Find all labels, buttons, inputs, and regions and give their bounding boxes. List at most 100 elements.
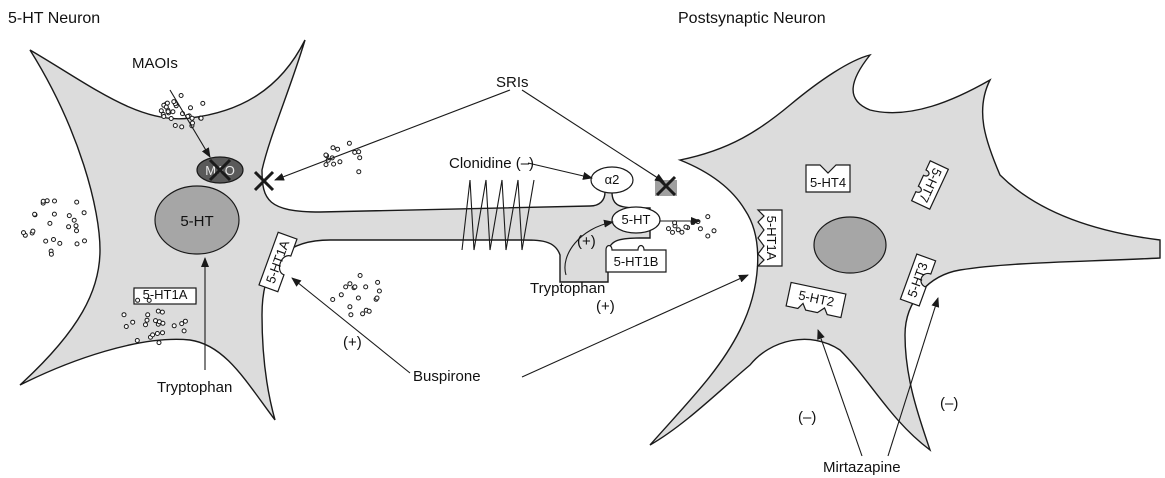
label-minus-left: (–) <box>798 409 816 426</box>
serotonin-dot <box>83 239 87 243</box>
serotonin-dot <box>136 298 140 302</box>
serotonin-dot <box>358 274 362 278</box>
label-buspirone: Buspirone <box>413 368 481 385</box>
serotonin-dot <box>124 325 128 329</box>
serotonin-dot <box>48 221 52 225</box>
serotonin-dot <box>356 296 360 300</box>
arrow-buspirone-to-5ht1a-pre <box>292 278 410 373</box>
serotonin-dot <box>164 105 168 109</box>
nucleus-label: 5-HT <box>180 213 213 230</box>
serotonin-dot <box>31 229 35 233</box>
serotonin-dot <box>357 170 361 174</box>
serotonin-dot <box>199 116 203 120</box>
serotonin-dot <box>151 333 155 337</box>
serotonin-dot <box>41 199 45 203</box>
serotonin-dot <box>171 110 175 114</box>
serotonin-dot <box>44 239 48 243</box>
arrow-clonidine-to-alpha2 <box>528 163 592 178</box>
serotonin-dot <box>67 214 71 218</box>
serotonin-dot <box>144 323 148 327</box>
serotonin-dot <box>324 163 328 167</box>
serotonin-dot <box>122 313 126 317</box>
serotonin-dot <box>82 211 86 215</box>
arrow-sris-to-terminal <box>522 90 664 182</box>
serotonin-dot <box>131 320 135 324</box>
serotonin-dot <box>179 94 183 98</box>
serotonin-dot <box>74 224 78 228</box>
serotonin-dot <box>201 101 205 105</box>
serotonin-dot <box>172 324 176 328</box>
serotonin-dot <box>145 318 149 322</box>
serotonin-dot <box>154 319 158 323</box>
serotonin-dot <box>712 229 716 233</box>
serotonin-dot <box>52 212 56 216</box>
receptor-5ht1a-postsynaptic: 5-HT1A <box>758 210 782 266</box>
title-presynaptic: 5-HT Neuron <box>8 10 100 27</box>
serotonin-dot <box>49 252 53 256</box>
serotonin-dot <box>52 238 56 242</box>
serotonin-dot <box>75 242 79 246</box>
serotonin-dot <box>698 227 702 231</box>
serotonin-dot <box>173 124 177 128</box>
serotonin-dot <box>189 106 193 110</box>
serotonin-dot <box>147 298 151 302</box>
serotonin-dot <box>348 282 352 286</box>
serotonin-dot <box>146 313 150 317</box>
serotonin-dot <box>339 293 343 297</box>
label-clonidine: Clonidine (–) <box>449 155 534 172</box>
label-plus-axon: (+) <box>577 233 596 250</box>
serotonin-dot <box>155 332 159 336</box>
serotonin-dot <box>156 309 160 313</box>
serotonin-dot <box>180 125 184 129</box>
serotonin-dot <box>53 199 57 203</box>
serotonin-dot <box>180 322 184 326</box>
serotonin-dot <box>376 280 380 284</box>
serotonin-dot <box>344 285 348 289</box>
serotonin-dot <box>190 116 194 120</box>
postsynaptic-neuron-body <box>650 55 1160 450</box>
serotonin-dot <box>336 147 340 151</box>
serotonin-dot <box>161 331 165 335</box>
serotonin-dot <box>33 212 37 216</box>
serotonin-dot <box>162 115 166 119</box>
label-maois: MAOIs <box>132 55 178 72</box>
serotonin-dot <box>684 225 688 229</box>
serotonin-dot <box>357 150 361 154</box>
serotonin-dot <box>332 162 336 166</box>
receptor-label-5ht4: 5-HT4 <box>810 175 846 190</box>
serotonin-dot <box>348 305 352 309</box>
serotonin-dot <box>361 312 365 316</box>
serotonin-dot <box>166 110 170 114</box>
serotonin-dot <box>182 329 186 333</box>
title-postsynaptic: Postsynaptic Neuron <box>678 10 826 27</box>
serotonin-dot <box>157 341 161 345</box>
serotonin-dot <box>667 227 671 231</box>
label-plus-buspirone: (+) <box>343 334 362 351</box>
serotonin-dot <box>72 218 76 222</box>
serotonin-dot <box>338 160 342 164</box>
serotonin-dot <box>377 289 381 293</box>
receptor-label-5ht1b: 5-HT1B <box>614 254 659 269</box>
serotonin-dot <box>75 200 79 204</box>
serotonin-dot <box>706 234 710 238</box>
serotonin-dot <box>349 313 353 317</box>
serotonin-dot <box>324 153 328 157</box>
serotonin-dot <box>172 100 176 104</box>
postsynaptic-nucleus <box>814 217 886 273</box>
serotonin-dot <box>364 285 368 289</box>
label-mirtazapine: Mirtazapine <box>823 459 901 476</box>
label-tryptophan-soma: Tryptophan <box>157 379 232 396</box>
serotonin-dot <box>706 215 710 219</box>
serotonin-dot <box>375 296 379 300</box>
serotonin-dot <box>67 225 71 229</box>
serotonin-dot <box>45 199 49 203</box>
label-tryptophan-axon: Tryptophan <box>530 280 605 297</box>
serotonin-dot <box>331 146 335 150</box>
serotonin-dot <box>696 220 700 224</box>
serotonin-dot <box>353 285 357 289</box>
serotonin-dot <box>165 101 169 105</box>
receptor-label-5ht1a-post: 5-HT1A <box>764 216 779 261</box>
serotonin-dot <box>358 156 362 160</box>
